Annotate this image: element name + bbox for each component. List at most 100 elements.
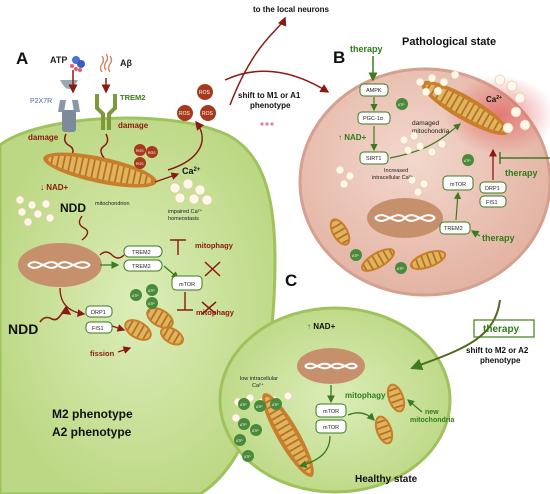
svg-text:TREM2: TREM2 — [132, 250, 151, 256]
nad-label-c: ↑ NAD+ — [307, 322, 336, 331]
panel-c-label: C — [285, 271, 297, 290]
atp-circle-b2: ATP — [462, 154, 474, 166]
ndd-label-bottom: NDD — [8, 321, 38, 337]
svg-text:ATP: ATP — [352, 254, 359, 258]
vesicles-a — [15, 195, 55, 227]
sirt1-box: SIRT1 — [359, 151, 389, 165]
panel-a-label: A — [16, 49, 28, 68]
atp-label: ATP — [50, 55, 67, 65]
mtor-box-c2: mTOR — [315, 419, 347, 434]
mtor-box-a: mTOR — [171, 275, 203, 291]
damaged-mitochondrion-b — [421, 80, 509, 136]
svg-text:TREM2: TREM2 — [444, 226, 463, 232]
svg-text:AMPK: AMPK — [366, 88, 382, 94]
nad-label-a: ↓ NAD+ — [40, 183, 69, 192]
svg-text:ATP: ATP — [252, 429, 259, 433]
mitophagy-label-a1: mitophagy — [195, 241, 234, 250]
ampk-box: AMPK — [359, 83, 389, 97]
svg-text:mTOR: mTOR — [323, 409, 339, 415]
svg-text:ATP: ATP — [397, 267, 404, 271]
svg-text:ATP: ATP — [272, 403, 279, 407]
svg-text:ATP: ATP — [132, 294, 139, 298]
svg-text:ROS: ROS — [136, 149, 144, 153]
svg-text:DRP1: DRP1 — [485, 186, 500, 192]
svg-text:ATP: ATP — [256, 405, 263, 409]
ros-cluster-a: ROS ROS ROS — [134, 144, 158, 169]
cell-c — [218, 306, 452, 494]
svg-text:ATP: ATP — [464, 159, 471, 163]
fis1-box-b: FIS1 — [479, 195, 507, 208]
nucleus-a — [18, 243, 102, 287]
svg-text:ATP: ATP — [244, 455, 251, 459]
svg-text:ATP: ATP — [148, 289, 155, 293]
impaired-label-a: impaired Ca²⁺homeostasis — [168, 208, 202, 222]
svg-text:therapy: therapy — [483, 324, 520, 335]
pgc-box: PGC-1α — [357, 111, 391, 125]
mtor-box-c1: mTOR — [315, 403, 347, 418]
ndd-squiggle-bottom — [39, 305, 72, 323]
svg-text:ATP: ATP — [240, 403, 247, 407]
svg-text:ROS: ROS — [202, 111, 214, 117]
svg-text:PGC-1α: PGC-1α — [363, 116, 384, 122]
svg-text:ROS: ROS — [199, 90, 211, 96]
svg-text:TREM2: TREM2 — [132, 264, 151, 270]
therapy-label-b-top: therapy — [350, 44, 383, 54]
svg-text:ATP: ATP — [236, 439, 243, 443]
to-local-neurons-label: to the local neurons — [253, 5, 330, 14]
ca-vesicles-a — [169, 178, 213, 206]
mitochondrion-a — [43, 152, 157, 188]
atp-molecules — [70, 56, 85, 72]
nad-label-b: ↑ NAD+ — [338, 133, 367, 142]
therapy-label-b-right: therapy — [505, 168, 538, 178]
trem2-box-a2: TREM2 — [123, 259, 163, 272]
mtor-box-b: mTOR — [442, 175, 474, 191]
svg-text:ATP: ATP — [398, 103, 405, 107]
ca-label-b: Ca2+ — [486, 95, 502, 104]
mitochondrion-c-large — [262, 393, 314, 477]
abeta-fibrils — [99, 53, 113, 73]
damage-label-left: damage — [28, 133, 59, 142]
ros-out-arrow — [167, 120, 205, 171]
trem2-receptor-label: TREM2 — [120, 93, 145, 102]
drp1-box-a: DRP1 — [85, 305, 113, 318]
pathological-state-title: Pathological state — [402, 36, 496, 48]
therapy-label-b-bottom: therapy — [482, 233, 515, 243]
svg-text:ROS: ROS — [148, 151, 156, 155]
ca-label-a: Ca2+ — [182, 166, 201, 176]
abeta-label: Aβ — [120, 58, 132, 68]
svg-text:mTOR: mTOR — [179, 282, 195, 288]
svg-text:ATP: ATP — [240, 423, 247, 427]
atp-circles-b: ATP ATP — [350, 249, 407, 274]
p2x7r-label: P2X7R — [30, 98, 52, 105]
ndd-squiggle-top — [78, 215, 89, 241]
fis1-box-a: FIS1 — [85, 321, 113, 334]
atp-circle-b1: ATP — [396, 98, 408, 110]
arrow-to-neurons — [229, 16, 287, 106]
shift-m1-arrow — [224, 70, 330, 93]
svg-text:FIS1: FIS1 — [486, 200, 498, 206]
mitochondrion-label: mitochondrion — [95, 201, 130, 207]
shift-m2-arrow — [410, 299, 501, 371]
svg-text:ROS: ROS — [136, 162, 144, 166]
trem2-box-a1: TREM2 — [123, 245, 163, 258]
svg-text:DRP1: DRP1 — [91, 310, 106, 316]
ca-arrow-a — [154, 172, 180, 183]
small-mitochondria-a — [124, 307, 184, 346]
nucleus-b — [367, 198, 443, 238]
svg-text:ATP: ATP — [148, 302, 155, 306]
inhibit-bar-2 — [177, 292, 193, 311]
svg-text:mTOR: mTOR — [323, 425, 339, 431]
trem2-receptor — [95, 94, 117, 130]
drp1-box-b: DRP1 — [479, 181, 507, 194]
panel-b-label: B — [333, 48, 345, 67]
x-mark-2 — [201, 301, 217, 315]
svg-text:SIRT1: SIRT1 — [366, 156, 382, 162]
vesicles-b — [335, 70, 531, 197]
damage-label-right: damage — [118, 121, 149, 130]
